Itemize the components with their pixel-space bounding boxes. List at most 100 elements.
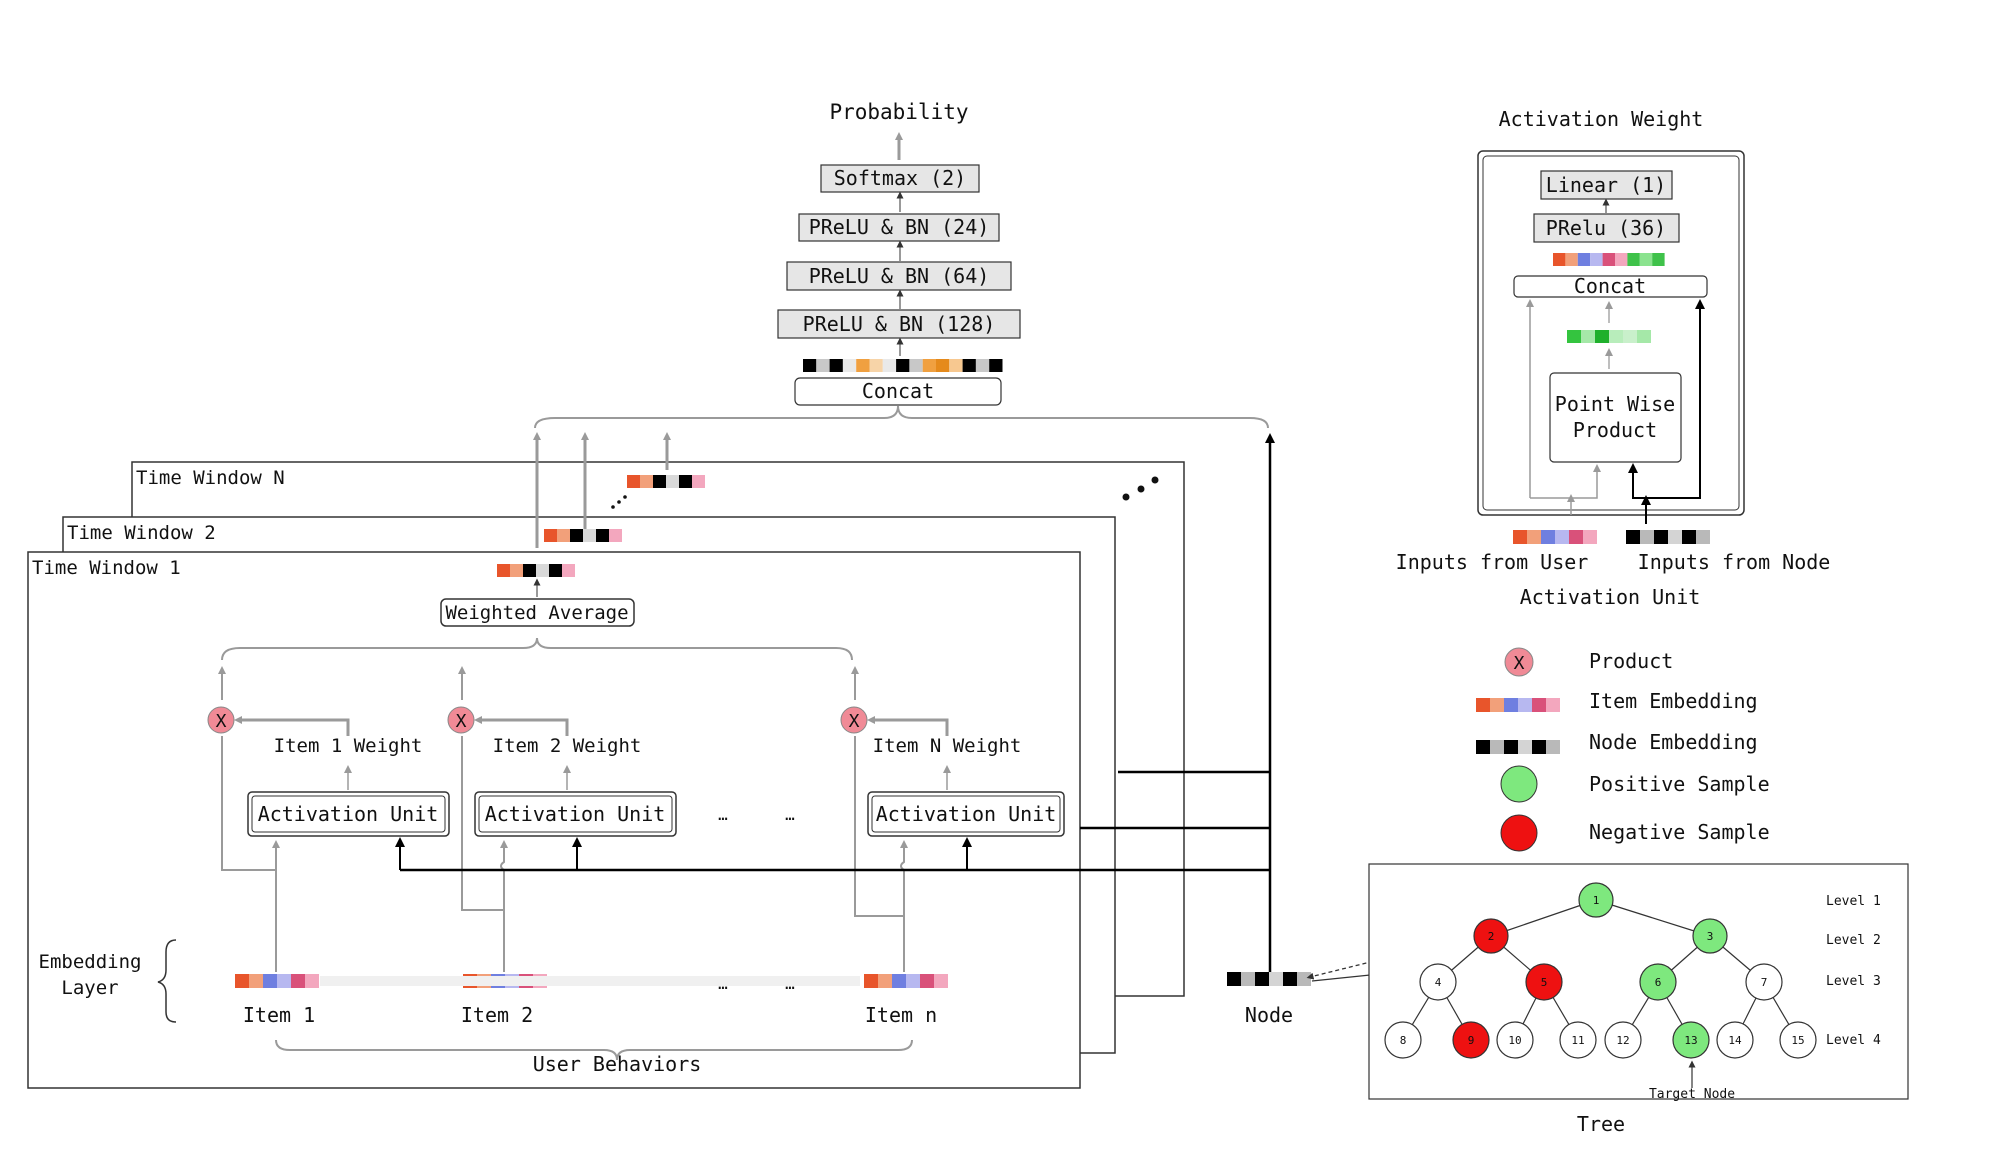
tree-caption: Tree	[1577, 1112, 1625, 1136]
embedding-cell	[1527, 530, 1541, 544]
item-ellipsis-1: …	[718, 974, 728, 993]
embedding-cell	[1476, 698, 1490, 712]
tree-level-1-label: Level 1	[1826, 894, 1881, 909]
embedding-cell	[856, 359, 870, 372]
item-n-weight-label: Item N Weight	[873, 735, 1022, 757]
tree-node-label: 5	[1541, 976, 1548, 989]
au-concat-embedding	[1553, 253, 1665, 266]
embedding-cell	[869, 359, 883, 372]
activation-unit-2-inner	[478, 795, 673, 833]
embedding-cell	[1590, 253, 1603, 266]
tree-node-label: 11	[1571, 1034, 1584, 1047]
embedding-cell	[1595, 330, 1609, 343]
item-n-label: Item n	[865, 1003, 937, 1027]
window-2-output-embedding	[544, 529, 622, 542]
tree-level-2-label: Level 2	[1826, 933, 1881, 948]
legend-product-label: Product	[1589, 649, 1673, 673]
user-behaviors-brace	[275, 1039, 913, 1061]
prelu-24-layer-label: PReLU & BN (24)	[809, 215, 990, 239]
tree-node-label: 14	[1728, 1034, 1742, 1047]
embedding-layer-brace	[157, 939, 177, 1023]
tree-node-1	[1578, 882, 1614, 918]
embedding-layer-label-line1: Embedding	[39, 951, 142, 973]
tree-node-15	[1779, 1021, 1817, 1059]
embedding-cell	[523, 564, 536, 577]
legend-product-symbol: X	[1514, 653, 1525, 674]
product-n-symbol: X	[849, 711, 860, 732]
tree-node-13	[1672, 1021, 1710, 1059]
main-concat-box	[794, 377, 1002, 406]
embedding-cell	[934, 974, 948, 988]
embedding-cell	[975, 359, 990, 372]
tree-node-label: 9	[1468, 1034, 1475, 1047]
inputs-from-node-label: Inputs from Node	[1638, 550, 1831, 574]
embedding-cell	[1637, 330, 1651, 343]
embedding-cell	[562, 564, 575, 577]
legend-node-embedding-label: Node Embedding	[1589, 730, 1758, 754]
embedding-cell	[609, 529, 622, 542]
embedding-cell	[249, 974, 263, 988]
tree-node-label: 7	[1761, 976, 1768, 989]
embedding-cell	[305, 974, 319, 988]
item-2-label: Item 2	[461, 1003, 533, 1027]
item-2-weight-label: Item 2 Weight	[493, 735, 642, 757]
embedding-cell	[679, 475, 692, 488]
embedding-cell	[1581, 330, 1595, 343]
embedding-cell	[263, 974, 277, 988]
tree-node-label: 13	[1684, 1034, 1697, 1047]
tree-node-label: 1	[1593, 894, 1600, 907]
embedding-cell	[878, 974, 892, 988]
activation-unit-1-label: Activation Unit	[258, 802, 439, 826]
embedding-cell	[1654, 530, 1668, 544]
item-1-embedding	[235, 974, 319, 988]
embedding-cell	[1696, 530, 1710, 544]
embedding-cell	[1652, 253, 1665, 266]
tree-node-9	[1452, 1021, 1490, 1059]
item-1-weight-label: Item 1 Weight	[274, 735, 423, 757]
au-prelu-box	[1533, 213, 1680, 243]
legend-negative-label: Negative Sample	[1589, 820, 1770, 844]
node-to-concat-arrow	[1646, 299, 1705, 499]
tree-node-label: 4	[1435, 976, 1442, 989]
embedding-cell	[1623, 330, 1637, 343]
tree-edge	[1595, 899, 1711, 937]
embedding-cell	[1565, 253, 1578, 266]
node-label: Node	[1245, 1003, 1293, 1027]
pointwise-product-label-line1: Point Wise	[1555, 392, 1675, 416]
tree-node-3	[1692, 918, 1728, 954]
embedding-cell	[549, 564, 562, 577]
product-2-symbol: X	[456, 711, 467, 732]
legend-item-embedding-label: Item Embedding	[1589, 689, 1758, 713]
tree-node-7	[1745, 963, 1783, 1001]
weighted-average-brace	[221, 637, 853, 661]
weight-2-arrow	[474, 716, 569, 736]
embedding-cell	[653, 475, 666, 488]
tree-node-label: 12	[1616, 1034, 1629, 1047]
stack-dot	[1151, 476, 1159, 484]
pointwise-product-box	[1549, 372, 1682, 463]
tree-node-10	[1496, 1021, 1534, 1059]
au-detail-frame-inner	[1482, 155, 1740, 511]
embedding-cell	[892, 974, 906, 988]
embedding-cell	[1269, 972, 1283, 986]
item-ellipsis-2: …	[785, 974, 795, 993]
stack-dot	[611, 505, 615, 509]
embedding-cell	[909, 359, 923, 372]
embedding-cell	[596, 529, 609, 542]
au-ellipsis-2: …	[785, 805, 795, 824]
embedding-cell	[989, 359, 1003, 372]
embedding-cell	[235, 974, 249, 988]
embedding-cell	[1640, 530, 1654, 544]
embedding-cell	[1567, 330, 1581, 343]
main-concat-embedding	[803, 359, 1003, 372]
embedding-cell	[922, 359, 936, 372]
au-concat-box	[1513, 275, 1708, 298]
tree-node-14	[1716, 1021, 1754, 1059]
embedding-cell	[1490, 740, 1504, 754]
embedding-cell	[1227, 972, 1241, 986]
tree-node-label: 10	[1508, 1034, 1521, 1047]
au-ellipsis-1: …	[718, 805, 728, 824]
inputs-from-user-label: Inputs from User	[1396, 550, 1589, 574]
tree-node-12	[1604, 1021, 1642, 1059]
weight-1-arrow	[234, 716, 350, 736]
